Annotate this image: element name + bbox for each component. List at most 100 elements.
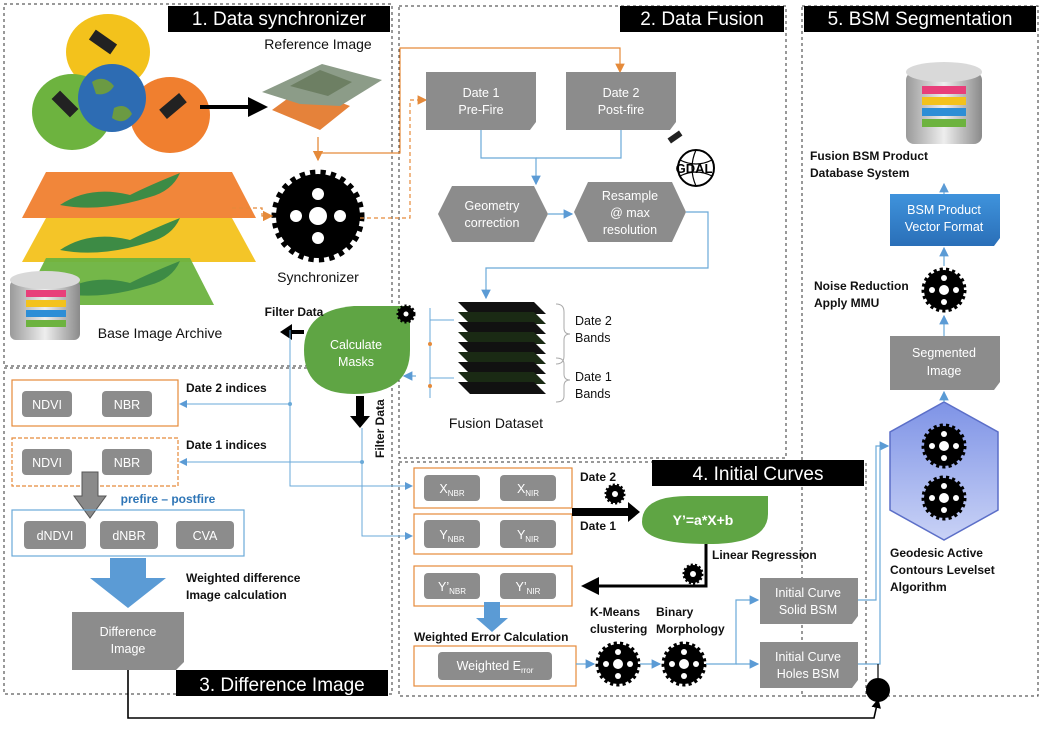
morphology-gear-icon — [661, 641, 707, 687]
difference-to-junction-arrow — [127, 670, 881, 719]
svg-text:Solid BSM: Solid BSM — [779, 603, 837, 617]
date1-nbr-box — [102, 449, 152, 475]
calculate-masks-ellipse: Calculate Masks — [304, 306, 410, 394]
reference-image-terrain — [262, 64, 382, 130]
date1-prefire-box: Date 1 Pre-Fire — [426, 72, 536, 130]
weighted-error-calc-label: Weighted Error Calculation — [414, 630, 568, 644]
geodesic-gear-icon-bottom — [921, 475, 967, 521]
geodesic-hexagon — [889, 401, 999, 541]
weighted-down-arrow — [90, 558, 166, 608]
curves-date2-label: Date 2 — [580, 470, 616, 484]
svg-text:YNBR: YNBR — [439, 528, 464, 544]
section4-header: 4. Initial Curves — [652, 460, 864, 486]
sync-to-date1-arrow — [360, 95, 428, 219]
difference-indices-box — [11, 509, 245, 557]
date1-bands-brace — [555, 357, 571, 403]
svg-text:Image calculation: Image calculation — [186, 588, 287, 602]
kmeans-gear-icon — [595, 641, 641, 687]
segmented-image-box: Segmented Image — [890, 336, 1000, 390]
svg-text:Holes BSM: Holes BSM — [777, 667, 840, 681]
svg-text:Contours Levelset: Contours Levelset — [890, 563, 995, 577]
weighted-error-frame — [413, 645, 577, 687]
initial-curve-solid-box: Initial Curve Solid BSM — [760, 578, 858, 624]
initial-curve-holes-box: Initial Curve Holes BSM — [760, 642, 858, 688]
x-nir-box — [500, 475, 556, 501]
svg-text:clustering: clustering — [590, 622, 647, 636]
geodesic-gear-icon-top — [921, 423, 967, 469]
section2-frame — [398, 5, 787, 459]
noise-gear-icon — [921, 267, 967, 313]
junction-node — [866, 678, 890, 702]
date1-bands-label: Date 1 — [575, 370, 612, 384]
error-down-arrow — [476, 602, 508, 632]
date2-indices-label: Date 2 indices — [186, 381, 267, 395]
gdal-globe-icon: GDAL — [667, 130, 715, 187]
svg-text:Apply MMU: Apply MMU — [814, 296, 879, 310]
date2-ndvi-box — [22, 391, 72, 417]
prefire-postfire-label: prefire – postfire — [121, 492, 216, 506]
svg-text:CVA: CVA — [193, 529, 218, 543]
linear-regression-label: Linear Regression — [712, 548, 817, 562]
bsm-vector-format-box: BSM Product Vector Format — [890, 194, 1000, 246]
noise-reduction-label: Noise Reduction — [814, 279, 909, 293]
svg-text:Weighted Error: Weighted Error — [457, 659, 534, 675]
section1-header: 1. Data synchronizer — [168, 6, 390, 32]
solid-to-geodesic-arrow — [858, 441, 890, 601]
x-nbr-box — [424, 475, 480, 501]
binary-morphology-label: Binary — [656, 605, 694, 619]
product-db-label: Fusion BSM Product — [810, 149, 928, 163]
date1-to-merge-line — [480, 130, 541, 186]
svg-text:dNBR: dNBR — [112, 529, 145, 543]
dataset-bracket — [429, 308, 454, 398]
svg-text:Resample: Resample — [602, 189, 658, 203]
curves-date1-label: Date 1 — [580, 519, 616, 533]
date2-nbr-box — [102, 391, 152, 417]
svg-text:Y’NIR: Y’NIR — [516, 580, 541, 596]
section5-header: 5. BSM Segmentation — [804, 6, 1036, 32]
svg-text:Geometry: Geometry — [465, 199, 521, 213]
svg-text:GDAL: GDAL — [676, 161, 713, 176]
svg-text:2. Data Fusion: 2. Data Fusion — [640, 9, 764, 30]
svg-text:XNIR: XNIR — [517, 482, 539, 498]
weighted-diff-label: Weighted difference — [186, 571, 301, 585]
base-archive-database-icon — [10, 271, 80, 340]
svg-text:Database System: Database System — [810, 166, 909, 180]
regression-to-yprime-arrow — [581, 544, 708, 595]
svg-text:correction: correction — [465, 216, 520, 230]
y-nbr-box — [424, 520, 480, 548]
svg-text:1. Data synchronizer: 1. Data synchronizer — [192, 9, 367, 30]
date2-indices-box — [11, 379, 179, 427]
filter-to-y-line — [361, 428, 413, 540]
section5-frame — [801, 5, 1039, 697]
y-vars-box — [413, 513, 573, 555]
resample-hexagon: Resample @ max resolution — [574, 182, 686, 242]
geometry-correction-hexagon: Geometry correction — [438, 186, 548, 242]
svg-text:Algorithm: Algorithm — [890, 580, 947, 594]
section1-frame — [3, 3, 393, 367]
svg-text:Segmented: Segmented — [912, 346, 976, 360]
svg-text:Calculate: Calculate — [330, 338, 382, 352]
synchronizer-label: Synchronizer — [277, 269, 359, 285]
archive-to-synchronizer-arrow — [232, 207, 274, 222]
svg-text:dNDVI: dNDVI — [37, 529, 74, 543]
section4-frame — [398, 461, 867, 697]
svg-text:NBR: NBR — [114, 398, 140, 412]
svg-text:Image: Image — [111, 642, 146, 656]
svg-text:Bands: Bands — [575, 387, 610, 401]
y-nir-box — [500, 520, 556, 548]
date2-bands-brace — [555, 303, 571, 365]
date1-ndvi-box — [22, 449, 72, 475]
fusion-dataset-stack — [458, 302, 546, 394]
fusion-dataset-label: Fusion Dataset — [449, 415, 543, 431]
masks-gear-icon — [396, 304, 416, 324]
arrow-to-reference — [200, 97, 268, 117]
svg-text:Image: Image — [927, 364, 962, 378]
svg-text:Masks: Masks — [338, 355, 374, 369]
svg-text:YNIR: YNIR — [517, 528, 539, 544]
yprime-nbr-box — [424, 573, 480, 599]
filter-data-vertical-label: Filter Data — [373, 399, 387, 458]
kmeans-label: K-Means — [590, 605, 640, 619]
reference-image-label: Reference Image — [264, 36, 372, 52]
regression-equation-ellipse: Y’=a*X+b — [642, 496, 768, 544]
holes-to-geodesic-line — [858, 448, 881, 665]
